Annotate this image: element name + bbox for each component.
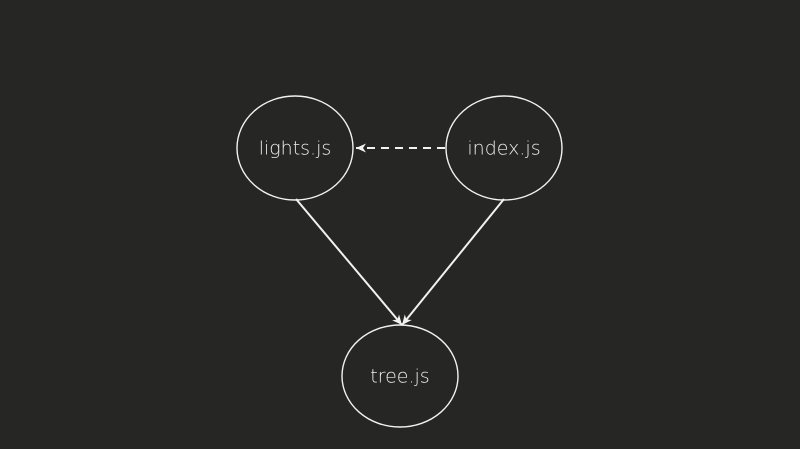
node-tree-circle	[341, 324, 459, 428]
node-tree-label: tree.js	[370, 366, 429, 388]
node-lights-label: lights.js	[259, 138, 332, 160]
node-index-label: index.js	[467, 138, 540, 160]
node-lights: lights.js	[236, 95, 354, 201]
edge-index-to-tree	[401, 198, 505, 326]
node-tree: tree.js	[341, 324, 459, 428]
node-index-circle	[445, 95, 563, 201]
edge-lights-to-tree	[295, 198, 403, 326]
node-index: index.js	[445, 95, 563, 201]
node-lights-circle	[236, 95, 354, 201]
